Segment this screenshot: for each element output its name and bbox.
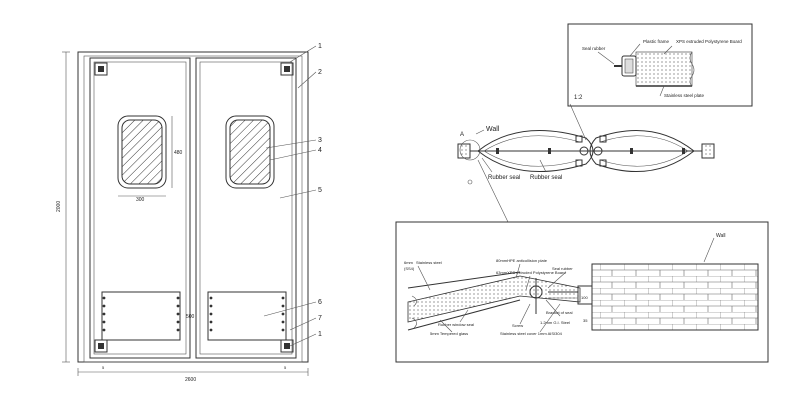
label-wall-detail: Wall [716,233,726,239]
label-tempered-glass: 5mm Tempered glass [430,331,468,336]
door-frame-inner [83,55,303,363]
label-plastic-frame: Plastic frame [643,39,670,44]
detail-bottom-panel: Wall 100 35 6mm Stainless steel (SS4) 80… [395,221,769,363]
label-window-seal: Rubber window seal [438,322,474,327]
right-leaf-swing [589,129,695,173]
dim-small-left: 5 [102,365,105,370]
label-seal-rubber-top: Seal rubber [582,46,606,51]
dim-100: 100 [581,295,588,300]
right-wall-block [701,143,715,159]
label-stainless-steel: Stainless steel [416,260,442,265]
label-6mm: 6mm [404,260,414,265]
callout-1b: 1 [318,331,322,338]
dim-35: 35 [583,318,588,323]
callout-2: 2 [318,69,322,76]
label-xps-board-top: XPS extruded Polystyrene Board [676,39,742,44]
callout-7: 7 [318,315,322,322]
dim-overall-width: 2600 [185,377,196,383]
dim-small-right: 5 [284,365,287,370]
label-screw: Screw [512,323,523,328]
dim-window-width: 300 [136,197,145,203]
label-stainless-cover: Stainless steel cover 1mm AISI304 [500,331,563,336]
detail-top-panel: Seal rubber Plastic frame XPS extruded P… [567,23,753,107]
brick-wall [591,263,759,331]
dim-window-height: 480 [174,150,183,156]
callout-5: 5 [318,187,322,194]
label-bracket: Bracket of seal [546,310,573,315]
callout-3: 3 [318,137,322,144]
left-window [117,115,167,189]
right-door-leaf [195,57,297,359]
scale-mark: 1:2 [574,95,583,101]
left-kick-panel [101,291,181,341]
callout-6: 6 [318,299,322,306]
label-rubber-seal-right: Rubber seal [530,175,562,181]
label-anticollision: 80mmHPE anticollision plate [496,258,548,263]
right-kick-panel [207,291,287,341]
door-section [407,275,581,323]
label-point-a: A [460,132,464,138]
label-gi-steel: 1.2mm G.I. Steel [540,320,570,325]
label-xps-detail: 63mmXPS extruded Polystyrene Board [496,270,566,275]
plan-view: A Wall Rubber seal Rubber seal [457,103,715,223]
dim-panel-height: 500 [186,314,195,320]
left-leaf-swing [477,129,594,173]
hinge-block [94,62,294,353]
dim-overall-height: 2000 [56,201,62,212]
callout-4: 4 [318,147,322,154]
label-ss304: (SS4) [404,266,415,271]
xps-board [635,51,693,87]
front-view: 300 480 500 2000 2600 5 5 1 2 3 4 5 [56,43,322,383]
left-door-leaf [89,57,191,359]
label-stainless-plate: Stainless steel plate [664,93,705,98]
detail-circle-a [459,139,481,161]
label-wall: Wall [486,126,500,133]
right-window [225,115,275,189]
label-rubber-seal-left: Rubber seal [488,175,520,181]
callout-1: 1 [318,43,322,50]
label-seal-rubber-detail: Seal rubber [552,266,573,271]
